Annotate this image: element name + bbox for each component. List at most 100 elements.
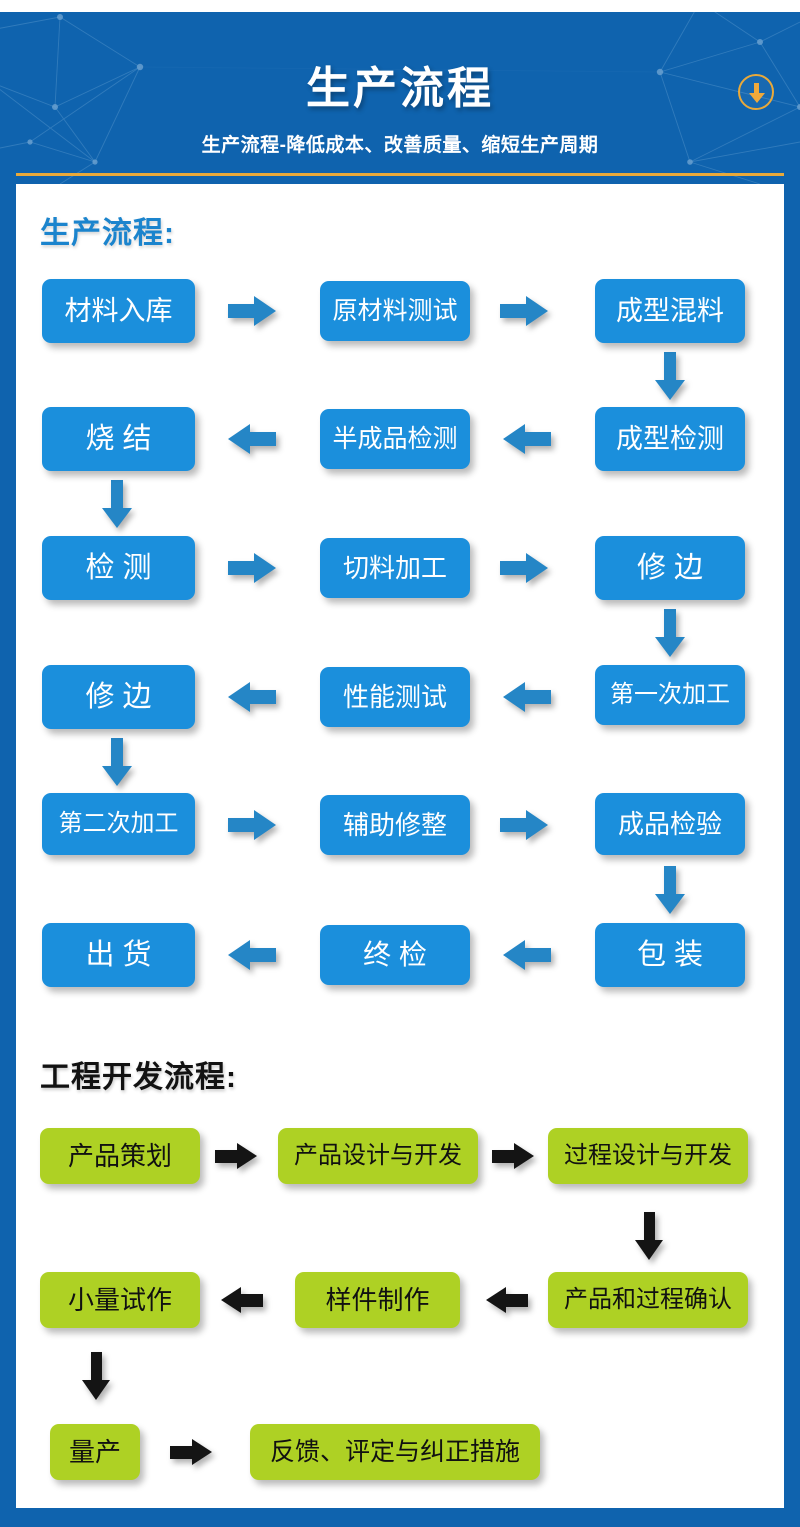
arrow-shaft bbox=[492, 1150, 516, 1163]
arrow-shaft bbox=[500, 304, 528, 318]
arrow-head bbox=[254, 296, 276, 326]
page-header: 生产流程 生产流程-降低成本、改善质量、缩短生产周期 bbox=[0, 12, 800, 184]
flow-arrow-down-a23 bbox=[82, 1352, 112, 1400]
arrow-head bbox=[526, 810, 548, 840]
flow-arrow-right-a19 bbox=[492, 1143, 540, 1173]
flow-node-n17[interactable]: 终 检 bbox=[320, 925, 470, 985]
flow-node-n15[interactable]: 成品检验 bbox=[595, 793, 745, 855]
flow-node-n16[interactable]: 包 装 bbox=[595, 923, 745, 987]
arrow-head bbox=[102, 766, 132, 786]
flow-arrow-left-a5 bbox=[228, 424, 276, 454]
flow-node-g2[interactable]: 产品设计与开发 bbox=[278, 1128, 478, 1184]
arrow-shaft bbox=[664, 352, 676, 382]
arrow-head bbox=[635, 1240, 663, 1260]
arrow-head bbox=[254, 810, 276, 840]
section-heading-engineering: 工程开发流程: bbox=[40, 1061, 237, 1094]
flow-arrow-down-a3 bbox=[655, 352, 685, 400]
flow-node-n9[interactable]: 修 边 bbox=[595, 536, 745, 600]
arrow-head bbox=[655, 380, 685, 400]
section-heading-production: 生产流程: bbox=[40, 217, 175, 250]
arrow-shaft bbox=[228, 561, 256, 575]
arrow-head bbox=[228, 940, 250, 970]
flow-arrow-right-a7 bbox=[228, 553, 276, 583]
page-title: 生产流程 bbox=[306, 64, 494, 113]
flow-arrow-down-a20 bbox=[635, 1212, 665, 1260]
flow-node-n1[interactable]: 材料入库 bbox=[42, 279, 195, 343]
flow-arrow-down-a12 bbox=[102, 738, 132, 786]
flow-arrow-right-a24 bbox=[170, 1439, 218, 1469]
arrow-shaft bbox=[215, 1150, 239, 1163]
arrow-shaft bbox=[239, 1294, 263, 1307]
arrow-shaft bbox=[504, 1294, 528, 1307]
download-arrow-head bbox=[749, 93, 765, 103]
arrow-head bbox=[228, 682, 250, 712]
arrow-head bbox=[254, 553, 276, 583]
arrow-shaft bbox=[228, 818, 256, 832]
arrow-shaft bbox=[228, 304, 256, 318]
flow-node-n18[interactable]: 出 货 bbox=[42, 923, 195, 987]
flow-node-n2[interactable]: 原材料测试 bbox=[320, 281, 470, 341]
flow-arrow-down-a9 bbox=[655, 609, 685, 657]
flow-arrow-right-a1 bbox=[228, 296, 276, 326]
flow-node-n8[interactable]: 切料加工 bbox=[320, 538, 470, 598]
arrow-head bbox=[102, 508, 132, 528]
card-frame-right bbox=[784, 184, 800, 1508]
network-pattern-decoration bbox=[0, 12, 800, 184]
flow-node-n14[interactable]: 辅助修整 bbox=[320, 795, 470, 855]
arrow-shaft bbox=[500, 818, 528, 832]
arrow-shaft bbox=[248, 432, 276, 446]
flow-node-g1[interactable]: 产品策划 bbox=[40, 1128, 200, 1184]
flow-node-g3[interactable]: 过程设计与开发 bbox=[548, 1128, 748, 1184]
arrow-shaft bbox=[170, 1446, 194, 1459]
arrow-head bbox=[514, 1143, 534, 1169]
flow-node-n13[interactable]: 第二次加工 bbox=[42, 793, 195, 855]
flow-node-n6[interactable]: 烧 结 bbox=[42, 407, 195, 471]
arrow-head bbox=[526, 553, 548, 583]
flow-node-n3[interactable]: 成型混料 bbox=[595, 279, 745, 343]
flow-node-g4[interactable]: 产品和过程确认 bbox=[548, 1272, 748, 1328]
flow-arrow-left-a11 bbox=[228, 682, 276, 712]
arrow-shaft bbox=[664, 866, 676, 896]
arrow-head bbox=[526, 296, 548, 326]
flow-node-g7[interactable]: 量产 bbox=[50, 1424, 140, 1480]
flow-node-n4[interactable]: 成型检测 bbox=[595, 407, 745, 471]
arrow-head bbox=[192, 1439, 212, 1465]
card-frame-left bbox=[0, 184, 16, 1508]
page-subtitle: 生产流程-降低成本、改善质量、缩短生产周期 bbox=[201, 135, 599, 156]
flow-node-g5[interactable]: 样件制作 bbox=[295, 1272, 460, 1328]
flow-arrow-right-a2 bbox=[500, 296, 548, 326]
flow-arrow-down-a15 bbox=[655, 866, 685, 914]
download-arrow-stem bbox=[754, 83, 759, 94]
arrow-head bbox=[82, 1380, 110, 1400]
flow-node-g6[interactable]: 小量试作 bbox=[40, 1272, 200, 1328]
flow-arrow-left-a17 bbox=[228, 940, 276, 970]
flow-arrow-right-a13 bbox=[228, 810, 276, 840]
flow-node-n11[interactable]: 性能测试 bbox=[320, 667, 470, 727]
arrow-shaft bbox=[111, 480, 123, 510]
arrow-head bbox=[503, 940, 525, 970]
arrow-shaft bbox=[664, 609, 676, 639]
header-accent-rule bbox=[16, 173, 784, 176]
arrow-head bbox=[221, 1287, 241, 1313]
arrow-head bbox=[503, 424, 525, 454]
flow-node-n12[interactable]: 修 边 bbox=[42, 665, 195, 729]
arrow-shaft bbox=[500, 561, 528, 575]
arrow-head bbox=[237, 1143, 257, 1169]
flow-node-n7[interactable]: 检 测 bbox=[42, 536, 195, 600]
flow-node-n5[interactable]: 半成品检测 bbox=[320, 409, 470, 469]
arrow-shaft bbox=[91, 1352, 102, 1382]
arrow-shaft bbox=[248, 690, 276, 704]
flow-arrow-left-a21 bbox=[480, 1287, 528, 1317]
flow-arrow-down-a6 bbox=[102, 480, 132, 528]
arrow-shaft bbox=[248, 948, 276, 962]
flow-arrow-right-a14 bbox=[500, 810, 548, 840]
flow-node-g8[interactable]: 反馈、评定与纠正措施 bbox=[250, 1424, 540, 1480]
flow-arrow-left-a4 bbox=[503, 424, 551, 454]
flow-node-n10[interactable]: 第一次加工 bbox=[595, 665, 745, 725]
flow-arrow-left-a16 bbox=[503, 940, 551, 970]
arrow-shaft bbox=[523, 432, 551, 446]
page-footer-band bbox=[0, 1508, 800, 1527]
arrow-head bbox=[655, 894, 685, 914]
download-arrow-icon[interactable] bbox=[738, 74, 774, 110]
